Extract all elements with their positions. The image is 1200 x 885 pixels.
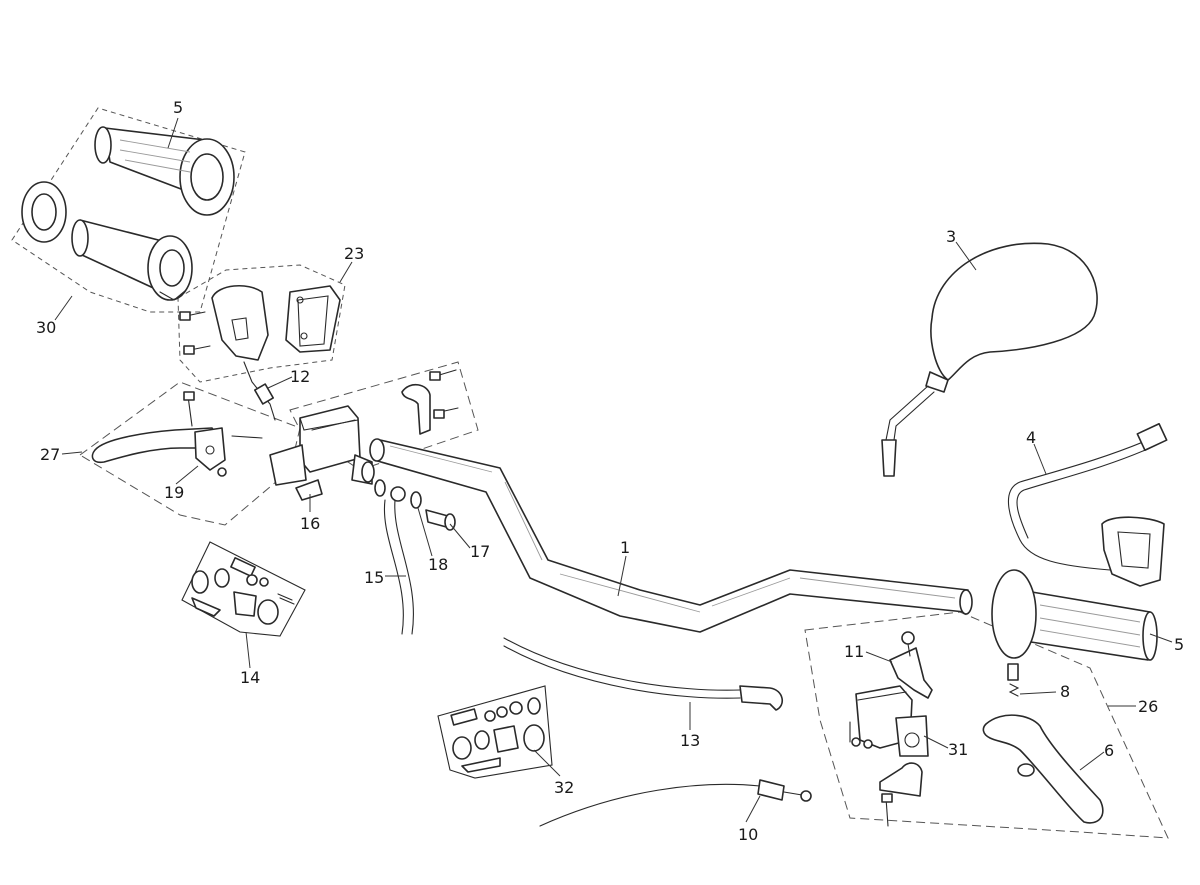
brake-master-cylinder-part-31 xyxy=(849,685,929,757)
callout-23: 23 xyxy=(344,244,364,263)
brake-hose-part-13 xyxy=(503,637,783,711)
throttle-cable-part-10 xyxy=(539,779,812,827)
spring-part-8 xyxy=(1007,663,1020,697)
switch-cable-part-12 xyxy=(243,361,276,421)
callout-19: 19 xyxy=(164,483,184,502)
right-grip-part-5 xyxy=(991,569,1158,661)
kit-26-boundary xyxy=(804,611,1169,839)
callout-27: 27 xyxy=(40,445,60,464)
brake-hose-part-15 xyxy=(383,486,414,635)
callout-5-left-grip: 5 xyxy=(173,98,183,117)
kit-23-boundary xyxy=(177,264,346,383)
handlebar-part-1 xyxy=(369,438,973,633)
mirror-clamp xyxy=(401,369,459,435)
banjo-bolt-part-17 xyxy=(425,509,456,531)
mirror-part-3 xyxy=(881,242,1098,477)
front-brake-master-cylinder xyxy=(269,405,375,486)
callout-8: 8 xyxy=(1060,682,1070,701)
clutch-lever-part-27 xyxy=(91,391,263,477)
callout-4: 4 xyxy=(1026,428,1036,447)
callout-15: 15 xyxy=(364,568,384,587)
right-switch-part-4 xyxy=(1007,422,1168,587)
callout-18: 18 xyxy=(428,555,448,574)
left-grip-part-5 xyxy=(94,126,235,216)
callout-16: 16 xyxy=(300,514,320,533)
callout-6: 6 xyxy=(1104,741,1114,760)
kit-master-cyl-boundary xyxy=(289,361,479,471)
callout-11: 11 xyxy=(844,642,864,661)
callout-17: 17 xyxy=(470,542,490,561)
brake-lever-part-6 xyxy=(982,714,1104,824)
repair-kit-part-32 xyxy=(450,697,545,773)
leader-lines xyxy=(54,117,1173,823)
brake-lever-bracket-part-11 xyxy=(889,631,933,699)
grip-washer xyxy=(21,181,67,243)
repair-kit-part-14 xyxy=(191,557,295,625)
callout-1: 1 xyxy=(620,538,630,557)
callout-31: 31 xyxy=(948,740,968,759)
callout-30: 30 xyxy=(36,318,56,337)
callout-14: 14 xyxy=(240,668,260,687)
kit-32-boundary xyxy=(437,685,553,779)
kit-30-boundary xyxy=(11,107,246,313)
brake-clamp xyxy=(879,762,923,827)
callout-12: 12 xyxy=(290,367,310,386)
callout-32: 32 xyxy=(554,778,574,797)
callout-5-right-grip: 5 xyxy=(1174,635,1184,654)
throttle-sleeve xyxy=(71,219,193,301)
kit-14-boundary xyxy=(181,541,306,637)
callout-13: 13 xyxy=(680,731,700,750)
callout-26: 26 xyxy=(1138,697,1158,716)
washer-part-18 xyxy=(374,479,422,509)
callout-10: 10 xyxy=(738,825,758,844)
callout-3: 3 xyxy=(946,227,956,246)
switch-housing-part-23 xyxy=(179,285,341,361)
brake-switch-part-16 xyxy=(295,479,323,501)
